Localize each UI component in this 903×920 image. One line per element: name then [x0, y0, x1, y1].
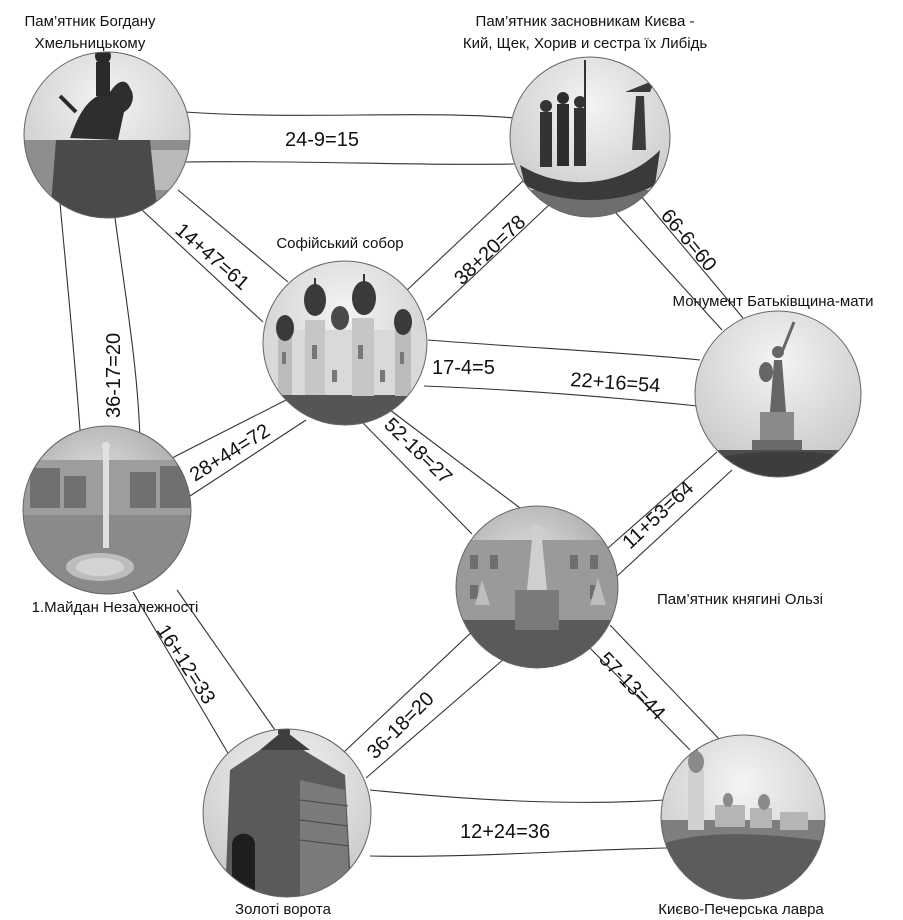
road-maidan-golden-a — [132, 591, 233, 761]
photo-motherland-monument — [694, 310, 862, 478]
road-maidan-sophia-b — [189, 419, 307, 497]
equation-khmelnytsky-sophia: 14+47=61 — [171, 219, 253, 295]
equation-sophia-motherland-b: 22+16=54 — [570, 369, 661, 397]
photo-kyiv-founders-monument — [509, 56, 671, 218]
equation-founders-motherland: 66-6=60 — [656, 205, 720, 276]
equation-khmelnytsky-founders: 24-9=15 — [285, 129, 359, 151]
road-founders-motherland-a — [615, 212, 723, 331]
photo-khmelnytsky-monument — [23, 51, 191, 219]
equation-olga-motherland: 11+53=64 — [618, 477, 698, 554]
road-sophia-motherland-top — [427, 339, 701, 361]
photo-kyiv-pechersk-lavra — [660, 734, 826, 900]
road-sophia-motherland-bottom — [423, 385, 699, 407]
photo-olga-monument — [455, 505, 619, 669]
equation-maidan-sophia: 28+44=72 — [186, 420, 274, 486]
equation-golden-lavra: 12+24=36 — [460, 821, 550, 843]
equation-maidan-golden: 16+12=33 — [152, 621, 220, 709]
equation-khmelnytsky-maidan: 36-17=20 — [103, 333, 125, 418]
roads — [59, 111, 744, 857]
label-golden-gate: Золоті ворота — [235, 901, 332, 918]
road-khmelnytsky-maidan-a — [59, 202, 81, 431]
road-khmelnytsky-sophia-a — [141, 209, 264, 323]
label-maidan: 1.Майдан Незалежності — [32, 599, 199, 616]
road-golden-olga-b — [365, 657, 506, 779]
label-sophia: Софійський собор — [276, 235, 403, 252]
road-founders-motherland-b — [639, 194, 744, 319]
road-sophia-founders-a — [404, 179, 525, 293]
road-golden-lavra-top — [369, 789, 665, 803]
road-olga-motherland-b — [614, 469, 733, 579]
label-founders-line2: Кий, Щек, Хорив и сестра їх Либідь — [463, 35, 708, 52]
road-olga-lavra-b — [609, 624, 723, 743]
label-khmelnytsky-line2: Хмельницькому — [35, 35, 146, 52]
label-olga: Пам’ятник княгині Ользі — [657, 591, 823, 608]
road-sophia-founders-b — [426, 203, 551, 321]
road-sophia-olga-a — [362, 422, 473, 535]
road-maidan-golden-b — [176, 589, 276, 731]
road-khmelnytsky-founders-bottom — [181, 161, 515, 165]
photo-st-sophia-cathedral — [262, 260, 428, 426]
road-golden-lavra-bottom — [369, 847, 668, 857]
road-olga-lavra-a — [589, 647, 691, 751]
landmark-labels: Пам’ятник Богдану Хмельницькому Пам’ятни… — [24, 13, 873, 918]
equation-sophia-founders: 38+20=78 — [450, 211, 530, 289]
equation-olga-lavra: 57-13=44 — [594, 648, 669, 724]
equation-sophia-motherland-a: 17-4=5 — [432, 357, 495, 379]
road-khmelnytsky-founders-top — [184, 111, 516, 119]
road-equations: 24-9=15 14+47=61 36-17=20 38+20=78 66-6=… — [103, 129, 721, 843]
label-motherland: Монумент Батьківщина-мати — [673, 293, 874, 310]
road-khmelnytsky-maidan-b — [114, 217, 141, 441]
road-sophia-olga-b — [389, 409, 521, 509]
road-khmelnytsky-sophia-b — [177, 189, 289, 283]
photo-golden-gate — [202, 728, 372, 898]
label-founders-line1: Пам’ятник засновникам Києва - — [476, 13, 695, 30]
label-khmelnytsky-line1: Пам’ятник Богдану — [24, 13, 156, 30]
road-maidan-sophia-a — [171, 397, 291, 459]
road-golden-olga-a — [343, 627, 477, 753]
road-olga-motherland-a — [607, 451, 718, 549]
photo-independence-square — [22, 425, 192, 595]
label-lavra: Києво-Печерська лавра — [658, 901, 824, 918]
